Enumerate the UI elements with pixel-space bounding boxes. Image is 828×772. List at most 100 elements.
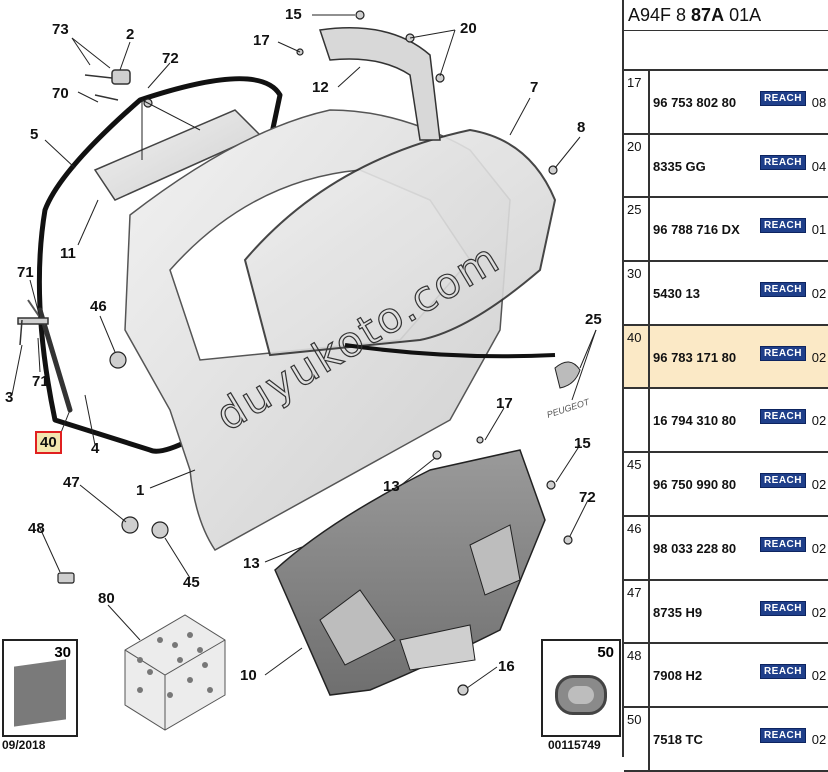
callout-20[interactable]: 20	[460, 20, 477, 37]
part-quantity: 02	[811, 604, 827, 620]
callout-80[interactable]: 80	[98, 590, 115, 607]
trim-cutout	[319, 589, 396, 666]
diagram-code-bold: 87A	[691, 5, 725, 25]
callout-72[interactable]: 72	[162, 50, 179, 67]
part-ref: 30	[624, 262, 650, 324]
callout-48[interactable]: 48	[28, 520, 45, 537]
reach-badge[interactable]: REACH	[759, 473, 806, 489]
callout-10[interactable]: 10	[240, 667, 257, 684]
part-cell: 98 033 228 80 REACH 02	[650, 517, 828, 579]
part-number[interactable]: 96 750 990 80	[653, 477, 737, 493]
part-number[interactable]: 7908 H2	[653, 668, 703, 684]
callout-71-top[interactable]: 71	[17, 264, 34, 281]
callout-16[interactable]: 16	[498, 658, 515, 675]
reach-badge[interactable]: REACH	[759, 664, 806, 680]
part-quantity: 02	[811, 540, 827, 556]
callout-40-highlighted[interactable]: 40	[35, 431, 62, 454]
reach-badge[interactable]: REACH	[759, 154, 806, 170]
part-number[interactable]: 96 788 716 DX	[653, 222, 740, 238]
callout-13-upper[interactable]: 13	[383, 478, 400, 495]
callout-5[interactable]: 5	[30, 126, 39, 143]
callout-2[interactable]: 2	[126, 26, 135, 43]
part-number[interactable]: 5430 13	[653, 286, 700, 302]
part-ref: 47	[624, 580, 650, 643]
part-number[interactable]: 8735 H9	[653, 604, 703, 620]
fastener-kit	[124, 614, 226, 731]
part-quantity: 02	[811, 477, 827, 493]
callout-11[interactable]: 11	[60, 245, 76, 262]
part-ref: 40	[624, 325, 650, 388]
date-code: 09/2018	[2, 738, 46, 752]
trim-cutout	[399, 624, 476, 671]
brand-badge-text: PEUGEOT	[546, 396, 592, 420]
reach-badge[interactable]: REACH	[759, 345, 806, 361]
callout-13-lower[interactable]: 13	[243, 555, 260, 572]
part-cell: 5430 13 REACH 02	[650, 262, 828, 324]
diagram-code-suffix: 01A	[724, 5, 762, 25]
callout-46[interactable]: 46	[90, 298, 107, 315]
part-number[interactable]: 8335 GG	[653, 158, 706, 174]
reach-badge[interactable]: REACH	[759, 91, 806, 106]
callout-45[interactable]: 45	[183, 574, 200, 591]
part-ref: 48	[624, 644, 650, 706]
callout-3[interactable]: 3	[5, 389, 14, 406]
callout-7[interactable]: 7	[530, 79, 539, 96]
reach-badge[interactable]: REACH	[759, 282, 806, 298]
callout-15-lower[interactable]: 15	[574, 435, 591, 452]
callout-70[interactable]: 70	[52, 85, 69, 102]
hardware-parts	[57, 10, 573, 696]
part-ref: 17	[624, 71, 650, 133]
callout-1[interactable]: 1	[136, 482, 145, 499]
callout-4[interactable]: 4	[91, 440, 100, 457]
callout-71-bottom[interactable]: 71	[32, 373, 49, 390]
reach-badge[interactable]: REACH	[759, 727, 806, 743]
reach-badge[interactable]: REACH	[759, 600, 806, 616]
adhesive-pad-icon	[14, 659, 66, 727]
part-ref: 46	[624, 516, 650, 579]
part-quantity: 02	[811, 286, 827, 302]
part-quantity: 08	[811, 95, 827, 110]
reach-badge[interactable]: REACH	[759, 218, 806, 234]
callout-17-lower[interactable]: 17	[496, 395, 513, 412]
part-number[interactable]: 98 033 228 80	[653, 540, 737, 556]
trim-cutout	[469, 524, 521, 596]
diagram-drawing: PEUGEOT	[11, 10, 597, 731]
part-number[interactable]: 16 794 310 80	[653, 413, 737, 429]
callout-25[interactable]: 25	[585, 311, 602, 328]
part-number[interactable]: 96 753 802 80	[653, 95, 737, 110]
grommet-icon	[555, 675, 607, 715]
callout-15[interactable]: 15	[285, 6, 302, 23]
brand-emblem	[554, 361, 581, 389]
reach-badge[interactable]: REACH	[759, 536, 806, 552]
callout-17[interactable]: 17	[253, 32, 270, 49]
inset-part-30-label: 30	[54, 644, 71, 661]
part-ref	[624, 389, 650, 452]
callout-12[interactable]: 12	[312, 79, 329, 96]
callout-72-lower[interactable]: 72	[579, 489, 596, 506]
part-number[interactable]: 96 783 171 80	[653, 349, 737, 365]
part-number[interactable]: 7518 TC	[653, 731, 703, 747]
diagram-code-header: A94F 8 87A 01A	[624, 0, 828, 31]
latch-assembly	[17, 69, 131, 346]
reach-badge[interactable]: REACH	[759, 409, 806, 425]
callout-8[interactable]: 8	[577, 119, 586, 136]
part-cell: 8735 H9 REACH 02	[650, 581, 828, 643]
callout-73[interactable]: 73	[52, 21, 69, 38]
callout-47[interactable]: 47	[63, 474, 80, 491]
